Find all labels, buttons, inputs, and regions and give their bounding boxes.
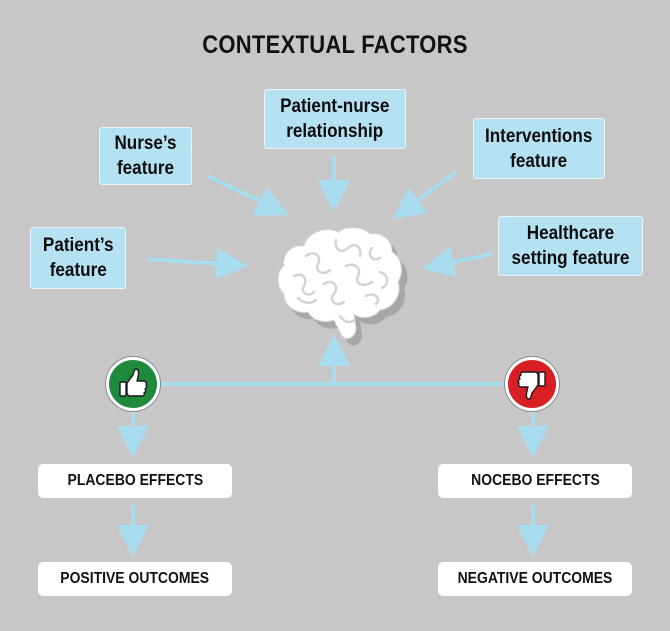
factor-nurse-feature: Nurse’s feature: [99, 127, 192, 185]
arrow-patient: [147, 247, 248, 280]
nocebo-effects-box: NOCEBO EFFECTS: [438, 464, 632, 498]
thumbs-up-icon: [119, 368, 148, 397]
factor-healthcare-setting-feature: Healthcare setting feature: [498, 216, 643, 276]
negative-outcomes-box: NEGATIVE OUTCOMES: [438, 562, 632, 596]
diagram-title: CONTEXTUAL FACTORS: [202, 31, 468, 59]
arrow-nurse: [207, 174, 289, 216]
brain-icon: [277, 227, 408, 346]
factor-interventions-feature: Interventions feature: [473, 118, 605, 179]
factor-patient-feature: Patient’s feature: [30, 227, 126, 289]
arrow-healthcare: [422, 246, 493, 278]
positive-outcomes-box: POSITIVE OUTCOMES: [38, 562, 232, 596]
arrow-interventions: [392, 170, 458, 220]
placebo-effects-box: PLACEBO EFFECTS: [38, 464, 232, 498]
thumbs-down-icon: [517, 371, 546, 400]
factor-patient-nurse-relationship: Patient-nurse relationship: [264, 89, 406, 149]
thumbs-down-badge: [505, 357, 559, 411]
thumbs-up-badge: [106, 357, 160, 411]
